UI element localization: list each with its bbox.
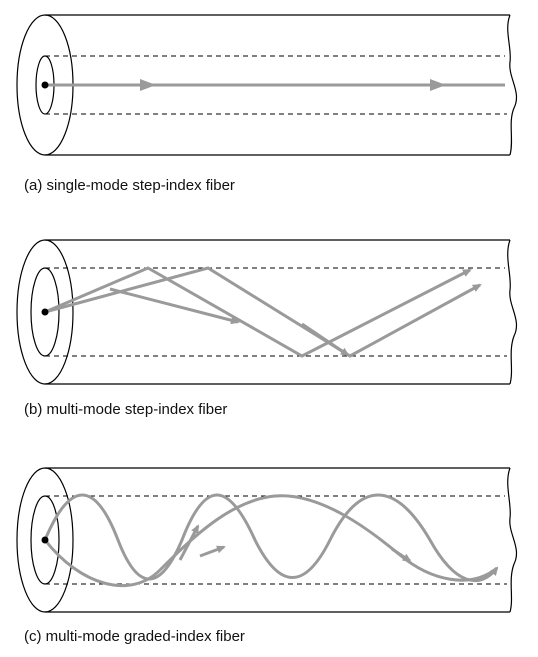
light-rays-zigzag bbox=[44, 266, 482, 358]
ray-arrow bbox=[430, 79, 446, 91]
light-source-dot bbox=[41, 536, 49, 544]
light-ray-sine-1 bbox=[43, 493, 499, 583]
light-ray-mid-arrow bbox=[301, 322, 350, 357]
core-boundaries bbox=[45, 267, 507, 357]
light-rays-sinusoidal bbox=[43, 493, 499, 587]
cylinder-break-edge bbox=[507, 467, 518, 613]
fiber-cylinder bbox=[16, 467, 518, 613]
caption-b: (b) multi-mode step-index fiber bbox=[24, 401, 227, 418]
ray-arrow bbox=[199, 545, 226, 558]
cylinder-break-edge bbox=[507, 239, 518, 385]
panel-multi-mode-step-index: (b) multi-mode step-index fiber bbox=[16, 239, 518, 418]
ray-arrow bbox=[178, 524, 200, 561]
panel-single-mode-step-index: (a) single-mode step-index fiber bbox=[16, 14, 518, 194]
light-ray-sine-2 bbox=[43, 494, 498, 587]
ray-arrow bbox=[140, 79, 156, 91]
light-ray-mid-arrow bbox=[109, 287, 240, 325]
caption-a: (a) single-mode step-index fiber bbox=[24, 177, 235, 194]
core-boundaries bbox=[45, 55, 507, 115]
light-source-dot bbox=[41, 308, 49, 316]
light-ray-shallow bbox=[44, 266, 482, 358]
caption-c: (c) multi-mode graded-index fiber bbox=[24, 628, 245, 645]
light-source-dot bbox=[41, 81, 49, 89]
cylinder-break-edge bbox=[507, 14, 518, 156]
fiber-cylinder bbox=[16, 239, 518, 385]
light-ray-steep bbox=[44, 266, 472, 358]
panel-multi-mode-graded-index: (c) multi-mode graded-index fiber bbox=[16, 467, 518, 645]
ray-arrow bbox=[391, 547, 412, 563]
